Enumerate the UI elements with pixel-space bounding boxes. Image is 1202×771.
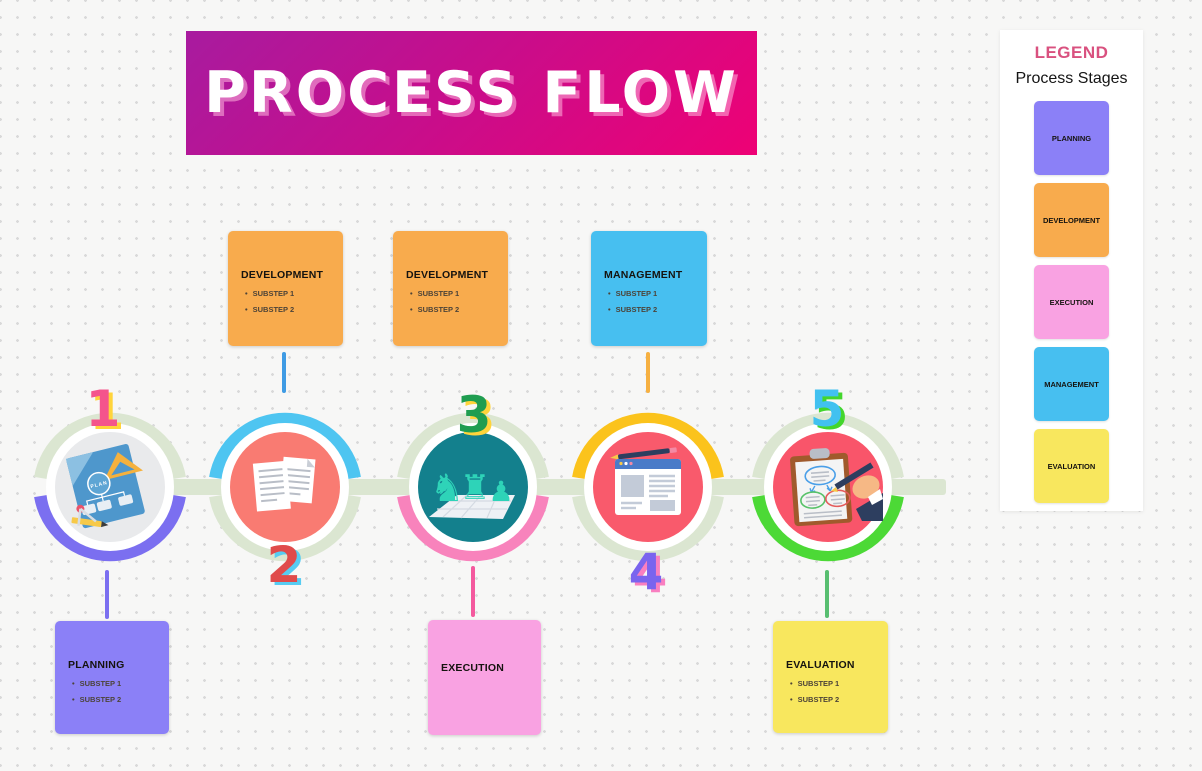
note-management[interactable]: MANAGEMENT SUBSTEP 1 SUBSTEP 2 xyxy=(591,231,707,346)
connector-stage5-to-evaluation[interactable] xyxy=(825,570,829,618)
note-development-1[interactable]: DEVELOPMENT SUBSTEP 1 SUBSTEP 2 xyxy=(228,231,343,346)
substep: SUBSTEP 1 xyxy=(245,289,335,298)
legend-item-execution[interactable]: EXECUTION xyxy=(1034,265,1109,339)
stage-node-5[interactable] xyxy=(743,402,913,572)
documents-icon xyxy=(252,456,316,512)
stage-number-1[interactable]: 1 xyxy=(85,380,121,438)
substep: SUBSTEP 2 xyxy=(245,305,335,314)
chess-strategy-icon: ♞ ♜ ♟ xyxy=(429,466,515,519)
note-substeps: SUBSTEP 1 SUBSTEP 2 xyxy=(608,289,699,314)
connector-development-to-stage2[interactable] xyxy=(282,352,286,393)
substep: SUBSTEP 2 xyxy=(608,305,699,314)
legend-item-evaluation[interactable]: EVALUATION xyxy=(1034,429,1109,503)
legend-item-planning[interactable]: PLANNING xyxy=(1034,101,1109,175)
note-substeps: SUBSTEP 1 SUBSTEP 2 xyxy=(72,679,161,704)
legend-item-management[interactable]: MANAGEMENT xyxy=(1034,347,1109,421)
clipboard-review-icon xyxy=(790,448,883,527)
stage-node-3[interactable]: ♞ ♜ ♟ xyxy=(388,402,558,572)
note-substeps: SUBSTEP 1 SUBSTEP 2 xyxy=(790,679,880,704)
note-title: DEVELOPMENT xyxy=(406,269,489,281)
stage-number-5[interactable]: 5 xyxy=(809,380,845,438)
note-development-2[interactable]: DEVELOPMENT SUBSTEP 1 SUBSTEP 2 xyxy=(393,231,508,346)
legend-item-label: EXECUTION xyxy=(1049,297,1094,307)
note-title: EVALUATION xyxy=(786,659,855,671)
legend-panel[interactable]: LEGEND Process Stages PLANNING DEVELOPME… xyxy=(1000,30,1143,511)
note-planning[interactable]: PLANNING SUBSTEP 1 SUBSTEP 2 xyxy=(55,621,169,734)
svg-text:PLAN: PLAN xyxy=(90,480,109,490)
page-title: PROCESS FLOW xyxy=(204,60,739,126)
substep: SUBSTEP 1 xyxy=(608,289,699,298)
stage-number-2[interactable]: 2 xyxy=(266,536,302,594)
blueprint-plan-icon: PLAN xyxy=(65,443,145,529)
legend-item-label: EVALUATION xyxy=(1047,461,1096,471)
note-substeps: SUBSTEP 1 SUBSTEP 2 xyxy=(245,289,335,314)
stage-number-4[interactable]: 4 xyxy=(628,543,664,601)
stage-node-2[interactable] xyxy=(200,402,370,572)
svg-text:♞: ♞ xyxy=(430,466,464,510)
connector-management-to-stage4[interactable] xyxy=(646,352,650,393)
substep: SUBSTEP 2 xyxy=(72,695,161,704)
stage-node-1[interactable]: PLAN xyxy=(25,402,195,572)
substep: SUBSTEP 2 xyxy=(410,305,500,314)
note-execution[interactable]: EXECUTION xyxy=(428,620,541,735)
note-title: MANAGEMENT xyxy=(604,269,683,281)
substep: SUBSTEP 1 xyxy=(790,679,880,688)
legend-title: LEGEND xyxy=(1034,43,1109,62)
legend-item-development[interactable]: DEVELOPMENT xyxy=(1034,183,1109,257)
note-title: DEVELOPMENT xyxy=(241,269,324,281)
connector-stage1-to-planning[interactable] xyxy=(105,570,109,619)
note-title: EXECUTION xyxy=(441,662,505,674)
substep: SUBSTEP 1 xyxy=(410,289,500,298)
legend-item-label: PLANNING xyxy=(1051,133,1092,143)
legend-subtitle: Process Stages xyxy=(1015,70,1128,87)
substep: SUBSTEP 1 xyxy=(72,679,161,688)
legend-item-label: MANAGEMENT xyxy=(1044,379,1099,389)
stage-number-3[interactable]: 3 xyxy=(456,386,492,444)
stage-node-4[interactable] xyxy=(563,402,733,572)
title-banner[interactable]: PROCESS FLOW xyxy=(186,31,757,155)
note-evaluation[interactable]: EVALUATION SUBSTEP 1 SUBSTEP 2 xyxy=(773,621,888,733)
svg-text:♟: ♟ xyxy=(488,475,513,508)
browser-pencil-icon xyxy=(610,447,681,515)
svg-text:♜: ♜ xyxy=(460,468,490,508)
note-title: PLANNING xyxy=(68,659,125,671)
substep: SUBSTEP 2 xyxy=(790,695,880,704)
legend-item-label: DEVELOPMENT xyxy=(1042,215,1101,225)
note-substeps: SUBSTEP 1 SUBSTEP 2 xyxy=(410,289,500,314)
connector-stage3-to-execution[interactable] xyxy=(471,566,475,617)
